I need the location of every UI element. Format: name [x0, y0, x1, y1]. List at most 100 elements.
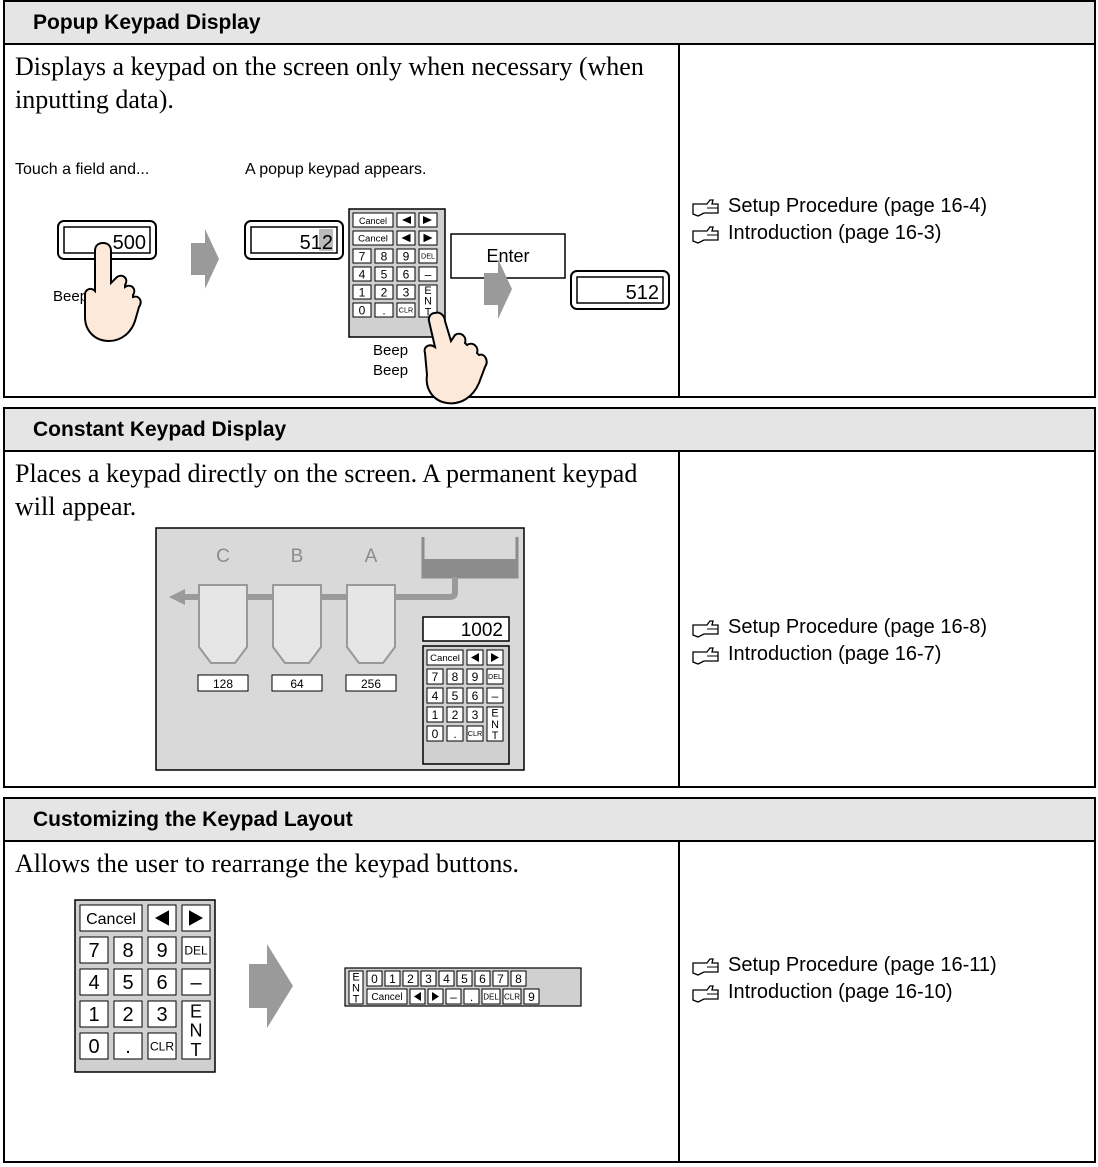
link-label[interactable]: Setup Procedure (page 16-8) — [728, 616, 988, 638]
keypad-key[interactable]: 5 — [113, 968, 143, 996]
ent-key[interactable]: ENT — [181, 1000, 211, 1060]
keypad-key[interactable]: – — [418, 266, 438, 282]
keypad-key[interactable]: 6 — [474, 970, 491, 987]
keypad-key[interactable]: 4 — [426, 687, 444, 704]
link-label[interactable]: Introduction (page 16-10) — [728, 981, 953, 1003]
keypad-key[interactable] — [147, 904, 177, 932]
keypad-key[interactable]: 1 — [384, 970, 401, 987]
link-label[interactable]: Setup Procedure (page 16-4) — [728, 195, 988, 217]
keypad-key[interactable]: DEL — [481, 988, 501, 1005]
link-label[interactable]: Setup Procedure (page 16-11) — [728, 954, 997, 976]
keypad-key[interactable]: Cancel — [366, 988, 408, 1005]
ent-key[interactable]: ENT — [418, 284, 438, 318]
introduction-link[interactable]: Introduction (page 16-7) — [692, 641, 987, 668]
enter-box — [450, 233, 566, 279]
keypad-key[interactable] — [396, 230, 416, 246]
keypad-key[interactable]: – — [181, 968, 211, 996]
keypad-key[interactable]: . — [374, 302, 394, 318]
keypad-key[interactable]: . — [113, 1032, 143, 1060]
keypad-key[interactable]: 2 — [113, 1000, 143, 1028]
keypad-key[interactable]: 0 — [426, 725, 444, 742]
keypad-key[interactable]: DEL — [486, 668, 504, 685]
keypad-key[interactable]: 3 — [147, 1000, 177, 1028]
keypad-key[interactable]: Cancel — [352, 230, 394, 246]
key-label: N — [190, 1021, 203, 1041]
link-label[interactable]: Introduction (page 16-7) — [728, 643, 942, 665]
key-label: 8 — [515, 972, 522, 986]
keypad-key[interactable]: 4 — [79, 968, 109, 996]
pointing-hand-icon — [692, 983, 720, 1003]
keypad-key[interactable]: 1 — [426, 706, 444, 723]
keypad-key[interactable]: 7 — [79, 936, 109, 964]
keypad-key[interactable]: 3 — [466, 706, 484, 723]
keypad-key[interactable]: . — [463, 988, 480, 1005]
keypad-key[interactable] — [486, 649, 504, 666]
keypad-key[interactable]: 6 — [466, 687, 484, 704]
keypad-key[interactable]: 0 — [79, 1032, 109, 1060]
setup-procedure-link[interactable]: Setup Procedure (page 16-8) — [692, 614, 987, 641]
keypad-key[interactable]: 9 — [147, 936, 177, 964]
keypad-key[interactable]: 1 — [352, 284, 372, 300]
keypad-key[interactable]: 2 — [374, 284, 394, 300]
keypad-key[interactable]: 5 — [456, 970, 473, 987]
keypad-key[interactable] — [427, 988, 444, 1005]
keypad-key[interactable]: 9 — [523, 988, 540, 1005]
introduction-link[interactable]: Introduction (page 16-10) — [692, 979, 997, 1006]
keypad-key[interactable] — [418, 230, 438, 246]
keypad-key[interactable]: 5 — [374, 266, 394, 282]
svg-text:Cancel: Cancel — [359, 216, 387, 226]
key-label: 8 — [452, 670, 459, 684]
keypad-key[interactable]: . — [446, 725, 464, 742]
keypad-key[interactable]: CLR — [147, 1032, 177, 1060]
keypad-key[interactable]: 9 — [396, 248, 416, 264]
keypad-key[interactable]: 1 — [79, 1000, 109, 1028]
keypad-key[interactable]: 8 — [446, 668, 464, 685]
keypad-key[interactable]: 0 — [352, 302, 372, 318]
ent-key[interactable]: ENT — [348, 970, 364, 1005]
key-label: 6 — [472, 689, 479, 703]
keypad-key[interactable]: 8 — [113, 936, 143, 964]
keypad-key[interactable]: 7 — [352, 248, 372, 264]
keypad-key[interactable]: 6 — [147, 968, 177, 996]
introduction-link[interactable]: Introduction (page 16-3) — [692, 220, 987, 247]
setup-procedure-link[interactable]: Setup Procedure (page 16-4) — [692, 193, 987, 220]
keypad-key[interactable] — [181, 904, 211, 932]
keypad-key[interactable]: 4 — [352, 266, 372, 282]
column-divider — [678, 45, 680, 396]
key-label: T — [353, 993, 360, 1005]
keypad-key[interactable]: 3 — [396, 284, 416, 300]
key-label: – — [492, 689, 499, 703]
key-label: 8 — [381, 249, 388, 263]
keypad-key[interactable]: 5 — [446, 687, 464, 704]
keypad-key[interactable]: 9 — [466, 668, 484, 685]
keypad-key[interactable] — [409, 988, 426, 1005]
pointing-hand-icon — [692, 645, 720, 665]
keypad-key[interactable]: 3 — [420, 970, 437, 987]
keypad-key[interactable]: 6 — [396, 266, 416, 282]
keypad-key[interactable]: Cancel — [79, 904, 143, 932]
keypad-key[interactable]: CLR — [396, 302, 416, 318]
setup-procedure-link[interactable]: Setup Procedure (page 16-11) — [692, 952, 997, 979]
keypad-key[interactable] — [466, 649, 484, 666]
link-label[interactable]: Introduction (page 16-3) — [728, 222, 942, 244]
keypad-key[interactable]: DEL — [181, 936, 211, 964]
keypad-key[interactable]: 8 — [510, 970, 527, 987]
keypad-key[interactable]: 7 — [492, 970, 509, 987]
keypad-key[interactable]: 2 — [446, 706, 464, 723]
keypad-key[interactable]: 8 — [374, 248, 394, 264]
keypad-key[interactable]: CLR — [466, 725, 484, 742]
keypad-key[interactable]: 2 — [402, 970, 419, 987]
keypad-key[interactable]: – — [445, 988, 462, 1005]
keypad-key[interactable]: 4 — [438, 970, 455, 987]
keypad-key[interactable]: 0 — [366, 970, 383, 987]
key-label: 2 — [381, 285, 388, 299]
keypad-key[interactable]: – — [486, 687, 504, 704]
keypad-key[interactable]: DEL — [418, 248, 438, 264]
keypad-key[interactable]: 7 — [426, 668, 444, 685]
keypad-key[interactable]: CLR — [502, 988, 522, 1005]
right-arrow-icon — [491, 653, 499, 662]
keypad-key[interactable]: Cancel — [426, 649, 464, 666]
ent-key[interactable]: ENT — [486, 706, 504, 742]
